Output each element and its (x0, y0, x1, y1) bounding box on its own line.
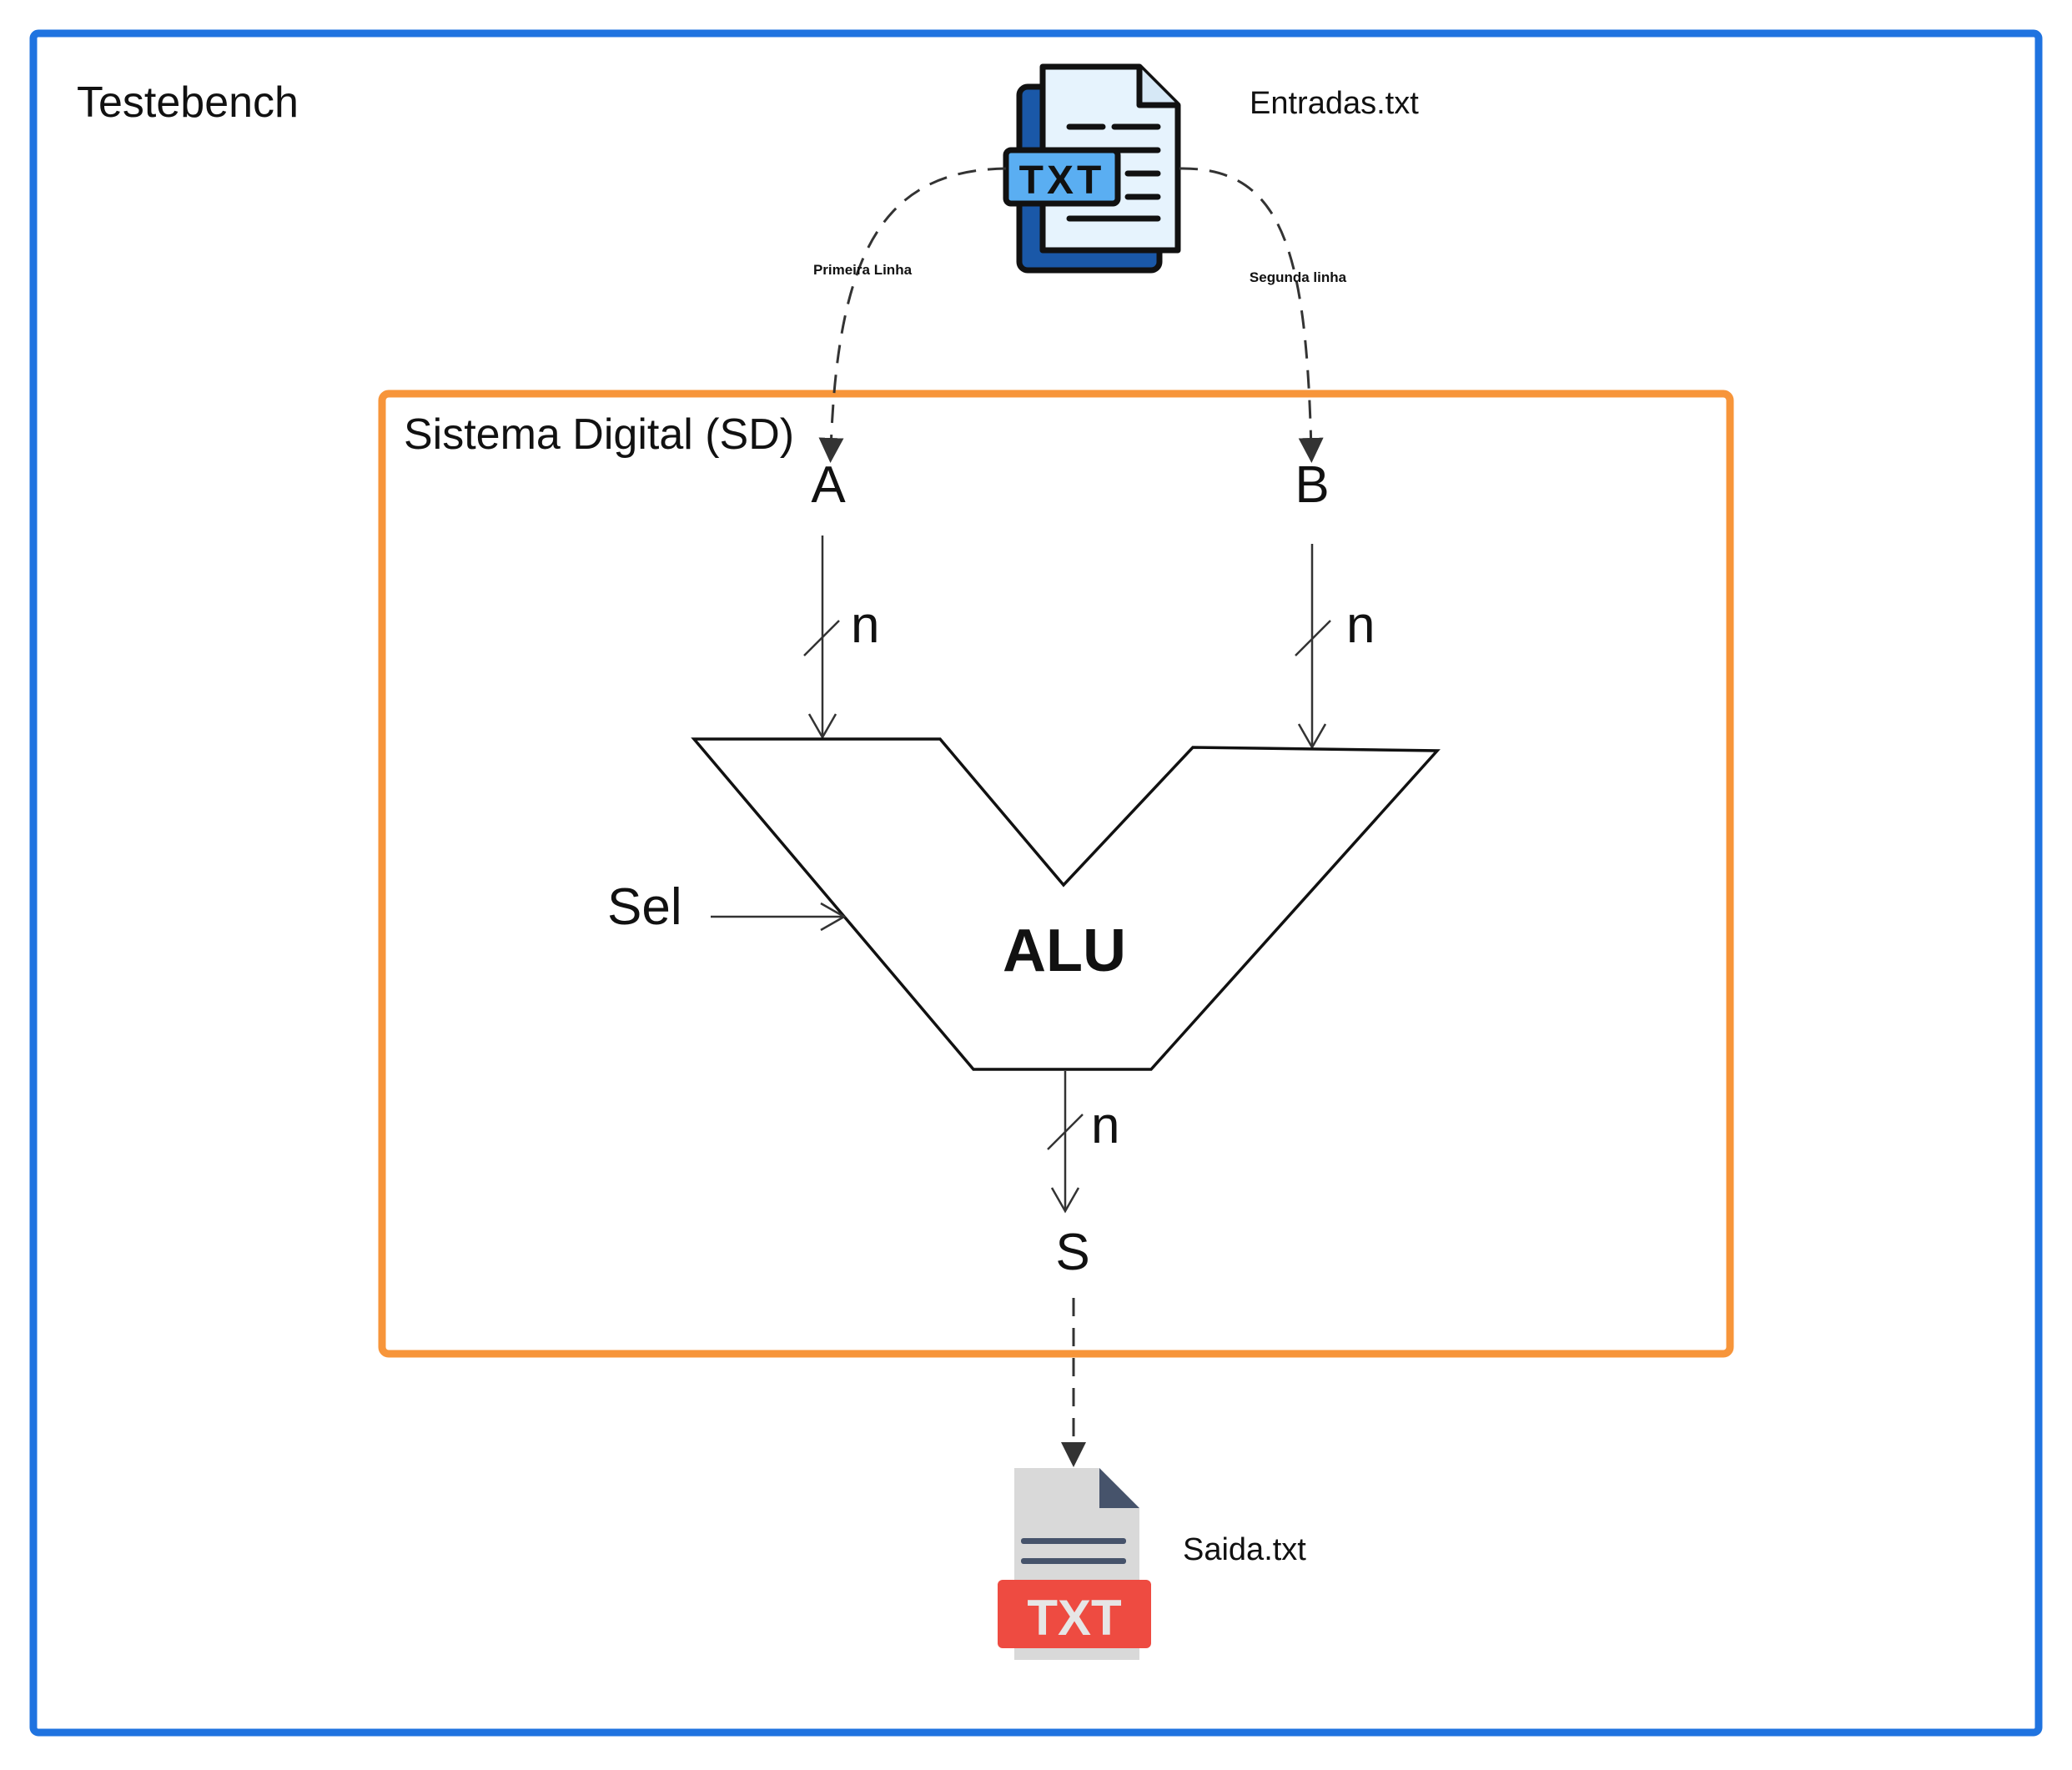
bus-b-width-slash (1295, 620, 1331, 656)
bus-s-width-slash (1047, 1114, 1084, 1150)
alu-label: ALU (1003, 918, 1126, 984)
output-file-icon: TXT (998, 1468, 1151, 1660)
bus-a-arrowhead (807, 713, 837, 740)
input-file-icon: TXT (1003, 63, 1181, 274)
alu-block (691, 737, 1441, 1071)
bus-b-width-label: n (1346, 596, 1375, 654)
output-s-label: S (1055, 1224, 1089, 1281)
digital-system-label: Sistema Digital (SD) (404, 410, 794, 459)
sel-label: Sel (607, 878, 682, 936)
digital-system-frame (378, 390, 1734, 1358)
bus-a-width-slash (803, 620, 840, 656)
testbench-frame (29, 29, 2043, 1737)
bus-s-width-label: n (1091, 1097, 1119, 1154)
bus-b-arrowhead (1297, 723, 1327, 750)
first-line-label: Primeira Linha (813, 262, 913, 278)
second-line-flow (1179, 167, 1324, 463)
bus-s-arrowhead (1050, 1187, 1080, 1214)
sel-arrowhead (820, 902, 847, 932)
input-file-badge: TXT (1019, 158, 1105, 203)
output-file-badge: TXT (1027, 1590, 1121, 1646)
first-line-flow (818, 167, 1007, 463)
bus-a-width-label: n (851, 596, 879, 654)
output-file-name: Saida.txt (1183, 1532, 1306, 1567)
input-file-name: Entradas.txt (1250, 86, 1419, 121)
second-line-label: Segunda linha (1250, 269, 1347, 285)
testbench-label: Testebench (77, 78, 299, 127)
input-a-label: A (811, 456, 846, 514)
input-b-label: B (1295, 456, 1329, 514)
